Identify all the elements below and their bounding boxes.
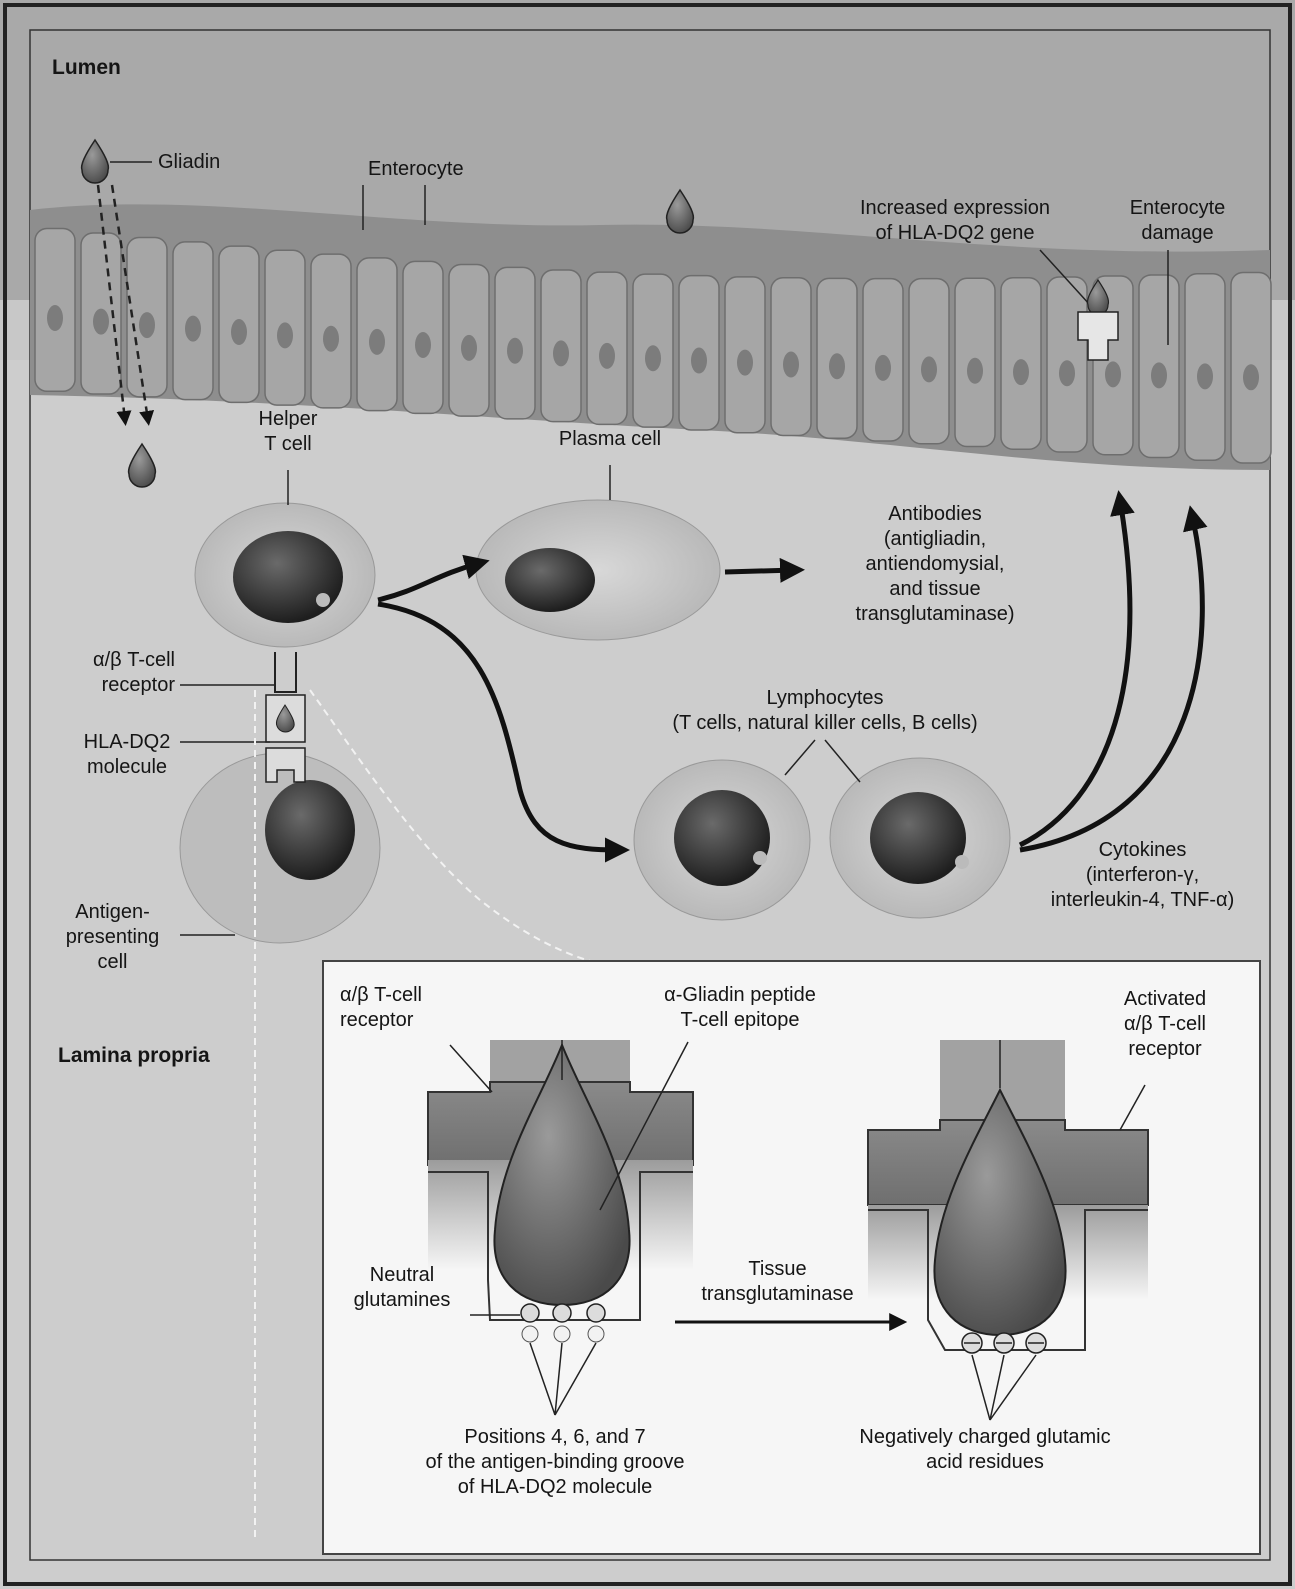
- helper-t-cell: [195, 503, 375, 647]
- inset-tcr-line-1: α/β T-cell: [340, 983, 422, 1008]
- enterocyte-label: Enterocyte: [368, 157, 464, 182]
- apc-label: Antigen- presenting cell: [55, 900, 170, 975]
- helper-t-cell-line-1: Helper: [238, 407, 338, 432]
- enterocyte-nucleus: [1151, 362, 1167, 388]
- enterocyte-nucleus: [323, 326, 339, 352]
- apc-line-2: presenting: [55, 925, 170, 950]
- enterocyte-damage-line-2: damage: [1110, 221, 1245, 246]
- enterocyte-nucleus: [1197, 363, 1213, 389]
- enterocyte-nucleus: [691, 348, 707, 374]
- inset-negative-line-2: acid residues: [815, 1450, 1155, 1475]
- lymphocyte-cell-1: [634, 760, 810, 920]
- cytokines-line-1: Cytokines: [1015, 838, 1270, 863]
- lymphocytes-line-1: Lymphocytes: [610, 686, 1040, 711]
- tcr-line-2: receptor: [40, 673, 175, 698]
- antigen-presenting-cell: [180, 753, 380, 943]
- lymphocytes-label: Lymphocytes (T cells, natural killer cel…: [610, 686, 1040, 736]
- lumen-label: Lumen: [52, 55, 121, 80]
- hla-expression-label: Increased expression of HLA-DQ2 gene: [830, 196, 1080, 246]
- inset-neutral-label: Neutral glutamines: [332, 1263, 472, 1313]
- enterocyte-nucleus: [185, 316, 201, 342]
- inset-activated-label: Activated α/β T-cell receptor: [1090, 987, 1240, 1062]
- tcr-line-1: α/β T-cell: [40, 648, 175, 673]
- lamina-propria-label: Lamina propria: [58, 1043, 210, 1068]
- hla-expression-line-1: Increased expression: [830, 196, 1080, 221]
- hla-dq2-line-2: molecule: [62, 755, 192, 780]
- inset-positions-line-1: Positions 4, 6, and 7: [365, 1425, 745, 1450]
- enterocyte-nucleus: [1059, 360, 1075, 386]
- antibodies-line-5: transglutaminase): [820, 602, 1050, 627]
- inset-activated-line-2: α/β T-cell: [1090, 1012, 1240, 1037]
- arrow-to-antibodies: [725, 570, 795, 572]
- enterocyte-nucleus: [507, 338, 523, 364]
- antibodies-line-2: (antigliadin,: [820, 527, 1050, 552]
- apc-line-3: cell: [55, 950, 170, 975]
- enterocyte-nucleus: [139, 312, 155, 338]
- enterocyte-nucleus: [231, 319, 247, 345]
- lymphocyte-cell-2: [830, 758, 1010, 918]
- inset-neutral-line-1: Neutral: [332, 1263, 472, 1288]
- enterocyte-nucleus: [599, 343, 615, 369]
- antibodies-label: Antibodies (antigliadin, antiendomysial,…: [820, 502, 1050, 627]
- inset-negative-label: Negatively charged glutamic acid residue…: [815, 1425, 1155, 1475]
- inset-enzyme-line-2: transglutaminase: [670, 1282, 885, 1307]
- enterocyte-nucleus: [921, 356, 937, 382]
- lymphocytes-line-2: (T cells, natural killer cells, B cells): [610, 711, 1040, 736]
- inset-peptide-label: α-Gliadin peptide T-cell epitope: [625, 983, 855, 1033]
- inset-enzyme-line-1: Tissue: [670, 1257, 885, 1282]
- enterocyte-nucleus: [553, 340, 569, 366]
- enterocyte-nucleus: [1013, 359, 1029, 385]
- glutamic-acid-beads: [962, 1333, 1046, 1353]
- inset-enzyme-label: Tissue transglutaminase: [670, 1257, 885, 1307]
- inset-peptide-line-2: T-cell epitope: [625, 1008, 855, 1033]
- enterocyte-nucleus: [47, 305, 63, 331]
- cytokines-line-3: interleukin-4, TNF-α): [1015, 888, 1270, 913]
- enterocyte-nucleus: [967, 358, 983, 384]
- plasma-cell: [476, 500, 720, 640]
- inset-tcr-line-2: receptor: [340, 1008, 422, 1033]
- cytokines-line-2: (interferon-γ,: [1015, 863, 1270, 888]
- enterocyte-nucleus: [277, 322, 293, 348]
- hla-dq2-line-1: HLA-DQ2: [62, 730, 192, 755]
- plasma-cell-label: Plasma cell: [530, 427, 690, 452]
- helper-t-cell-line-2: T cell: [238, 432, 338, 457]
- enterocyte-nucleus: [93, 309, 109, 335]
- enterocyte-nucleus: [737, 350, 753, 376]
- inset-activated-line-3: receptor: [1090, 1037, 1240, 1062]
- inset-negative-line-1: Negatively charged glutamic: [815, 1425, 1155, 1450]
- inset-neutral-line-2: glutamines: [332, 1288, 472, 1313]
- enterocyte-nucleus: [415, 332, 431, 358]
- gliadin-label: Gliadin: [158, 150, 220, 175]
- tcr-label: α/β T-cell receptor: [40, 648, 175, 698]
- inset-positions-label: Positions 4, 6, and 7 of the antigen-bin…: [365, 1425, 745, 1500]
- hla-expression-line-2: of HLA-DQ2 gene: [830, 221, 1080, 246]
- inset-tcr-label: α/β T-cell receptor: [340, 983, 422, 1033]
- enterocyte-nucleus: [461, 335, 477, 361]
- inset-peptide-line-1: α-Gliadin peptide: [625, 983, 855, 1008]
- enterocyte-nucleus: [645, 345, 661, 371]
- enterocyte-nucleus: [783, 351, 799, 377]
- enterocyte-nucleus: [369, 329, 385, 355]
- inset-positions-line-2: of the antigen-binding groove: [365, 1450, 745, 1475]
- cytokines-label: Cytokines (interferon-γ, interleukin-4, …: [1015, 838, 1270, 913]
- hla-dq2-label: HLA-DQ2 molecule: [62, 730, 192, 780]
- antibodies-line-3: antiendomysial,: [820, 552, 1050, 577]
- enterocyte-damage-label: Enterocyte damage: [1110, 196, 1245, 246]
- enterocyte-nucleus: [875, 355, 891, 381]
- enterocyte-nucleus: [1105, 361, 1121, 387]
- antibodies-line-1: Antibodies: [820, 502, 1050, 527]
- antibodies-line-4: and tissue: [820, 577, 1050, 602]
- apc-line-1: Antigen-: [55, 900, 170, 925]
- enterocyte-nucleus: [1243, 364, 1259, 390]
- helper-t-cell-label: Helper T cell: [238, 407, 338, 457]
- inset-positions-line-3: of HLA-DQ2 molecule: [365, 1475, 745, 1500]
- enterocyte-damage-line-1: Enterocyte: [1110, 196, 1245, 221]
- inset-activated-line-1: Activated: [1090, 987, 1240, 1012]
- enterocyte-nucleus: [829, 353, 845, 379]
